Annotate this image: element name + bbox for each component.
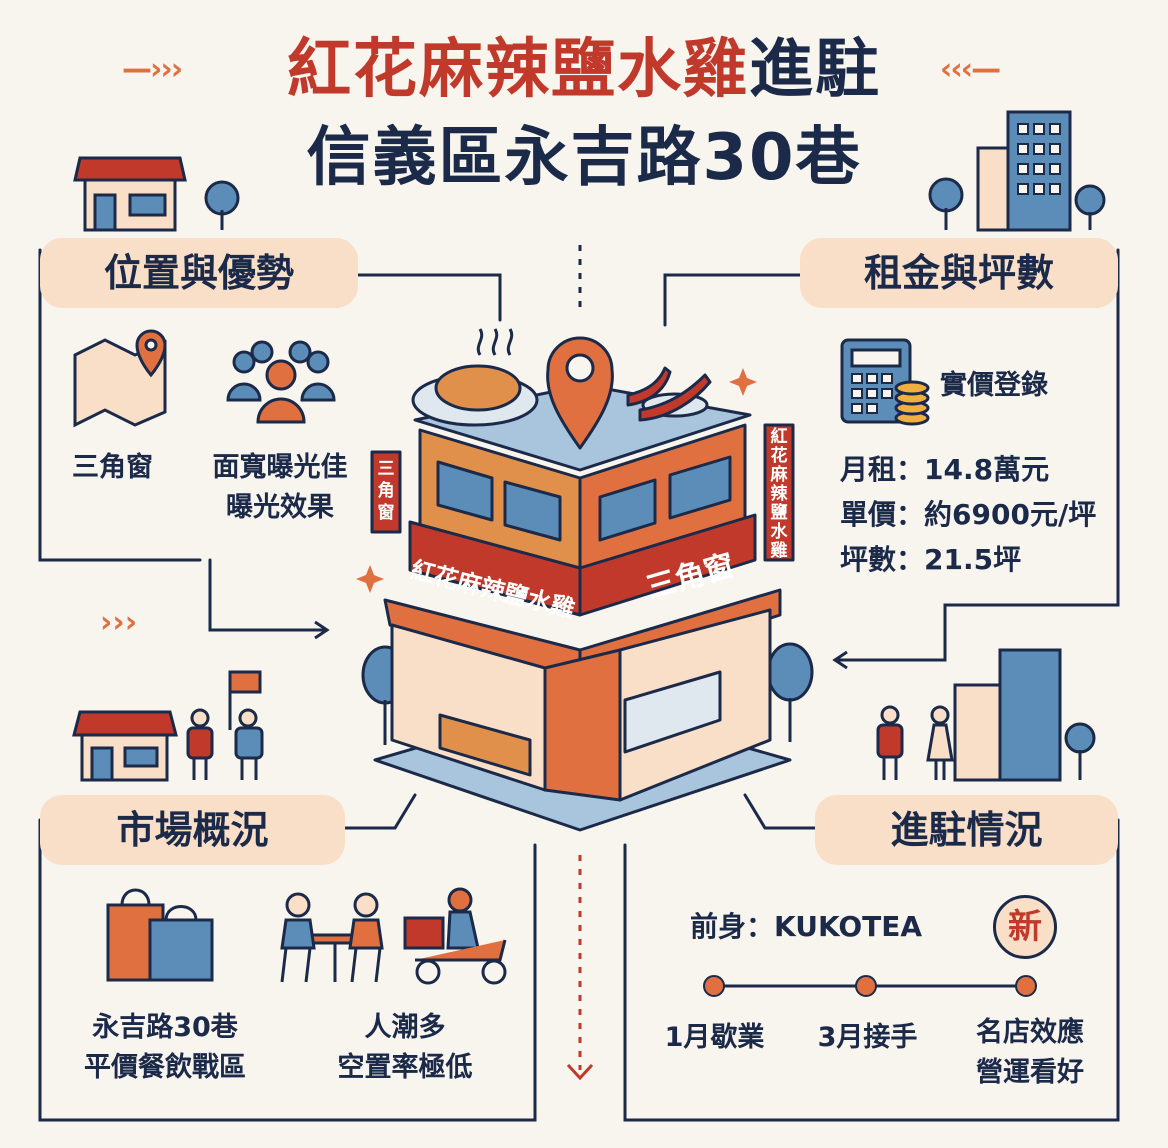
rent-row: 單價：約6900元/坪 — [840, 498, 1097, 531]
left-chevrons-icon: —››› — [122, 52, 183, 87]
rent-row: 坪數：21.5坪 — [840, 543, 1022, 576]
timeline-item: 3月接手 — [817, 1022, 918, 1053]
market-item-crowd: 人潮多 — [364, 1012, 446, 1043]
rent-row-key: 月租 — [840, 453, 897, 486]
market-heading: 市場概況 — [40, 795, 345, 865]
page-title: 紅花麻辣鹽水雞進駐 — [0, 30, 1168, 110]
location-heading: 位置與優勢 — [40, 238, 358, 308]
timeline-item: 1月歇業 — [664, 1022, 765, 1053]
rent-row-key: 單價 — [840, 498, 897, 531]
rent-row: 月租：14.8萬元 — [840, 453, 1050, 486]
location-item-corner: 三角窗 — [72, 452, 153, 483]
building-banner-left: 三角窗 — [377, 459, 395, 523]
rent-row-value: 約6900元/坪 — [924, 498, 1097, 531]
svg-text:›››: ››› — [100, 605, 137, 640]
rent-row-key: 坪數 — [840, 543, 897, 576]
timeline-item: 名店效應 — [976, 1017, 1084, 1048]
timeline-item-outlook: 營運看好 — [976, 1057, 1084, 1088]
location-item-exposure: 曝光效果 — [226, 492, 334, 523]
new-badge: 新 — [993, 895, 1057, 959]
title-brand: 紅花麻辣鹽水雞 — [287, 33, 749, 107]
building-banner-right: 紅花麻辣鹽水雞 — [770, 427, 788, 561]
market-item-battle: 平價餐飲戰區 — [84, 1052, 246, 1083]
entry-heading: 進駐情況 — [815, 795, 1118, 865]
rent-heading: 租金與坪數 — [800, 238, 1118, 308]
predecessor-label: 前身：KUKOTEA — [690, 910, 923, 943]
rent-row-value: 21.5坪 — [924, 543, 1022, 576]
page-subtitle: 信義區永吉路30巷 — [306, 121, 862, 195]
rent-row-value: 14.8萬元 — [924, 453, 1050, 486]
title-suffix: 進駐 — [749, 33, 881, 107]
market-item-street: 永吉路30巷 — [92, 1012, 238, 1043]
rent-label: 實價登錄 — [940, 370, 1048, 401]
market-item-vacancy: 空置率極低 — [337, 1052, 473, 1083]
location-item-frontage: 面寬曝光佳 — [212, 452, 348, 483]
right-chevrons-icon: ‹‹‹— — [940, 52, 1001, 87]
